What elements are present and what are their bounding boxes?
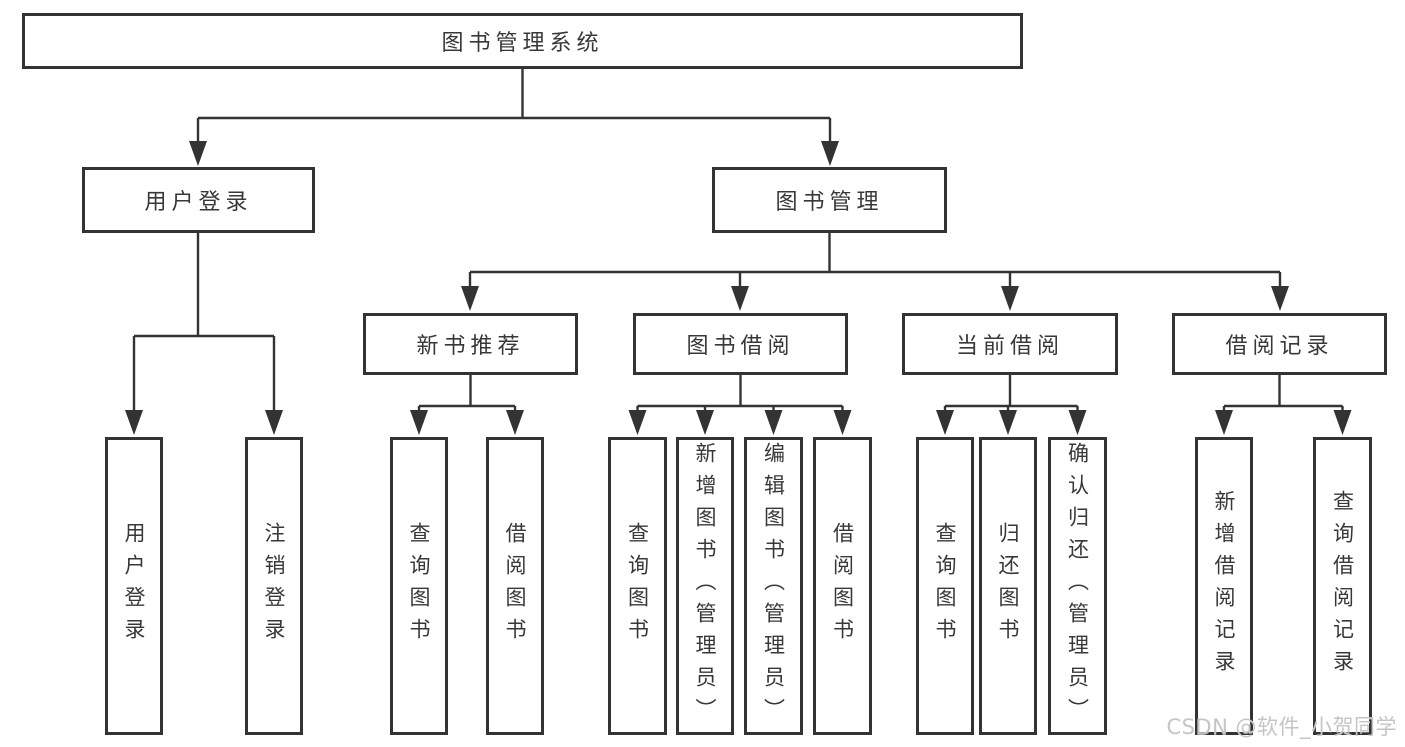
connector-new-book-children xyxy=(417,375,517,417)
arrow-down-icon xyxy=(1333,410,1352,435)
arrow-down-icon xyxy=(1271,286,1289,311)
arrow-down-icon xyxy=(833,410,852,435)
arrow-down-icon xyxy=(1068,410,1087,435)
connector-borrow-record-children xyxy=(1222,375,1344,417)
arrow-down-icon xyxy=(731,286,749,311)
leaf-add-book-admin: 新增图书（管理员） xyxy=(676,437,734,735)
node-book-management: 图书管理 xyxy=(712,167,947,233)
arrow-down-icon xyxy=(1001,286,1019,311)
arrow-down-icon xyxy=(936,410,954,435)
leaf-confirm-return-admin: 确认归还（管理员） xyxy=(1048,437,1107,735)
arrow-down-icon xyxy=(696,410,714,435)
connector-book-management-children xyxy=(468,233,1282,293)
leaf-logout: 注销登录 xyxy=(245,437,303,735)
arrow-down-icon xyxy=(125,410,143,435)
leaf-borrow-books: 借阅图书 xyxy=(813,437,872,735)
connector-book-borrow-children xyxy=(636,375,844,417)
leaf-user-login: 用户登录 xyxy=(105,437,163,735)
arrow-down-icon xyxy=(189,141,207,166)
arrow-down-icon xyxy=(265,410,283,435)
leaf-query-books-recommend: 查询图书 xyxy=(390,437,448,735)
arrow-down-icon xyxy=(410,410,428,435)
leaf-return-book: 归还图书 xyxy=(979,437,1037,735)
node-user-login: 用户登录 xyxy=(82,167,315,233)
arrow-down-icon xyxy=(506,410,524,435)
node-new-book-recommendation: 新书推荐 xyxy=(363,313,578,375)
arrow-down-icon xyxy=(461,286,479,311)
arrow-down-icon xyxy=(999,410,1017,435)
leaf-borrow-books-recommend: 借阅图书 xyxy=(486,437,544,735)
leaf-query-books-borrow: 查询图书 xyxy=(608,437,667,735)
connector-root-to-level2 xyxy=(196,69,832,148)
node-book-borrowing: 图书借阅 xyxy=(633,313,848,375)
leaf-edit-book-admin: 编辑图书（管理员） xyxy=(744,437,803,735)
csdn-watermark: CSDN @软件_小贺同学 xyxy=(1166,715,1397,739)
leaf-query-borrow-record: 查询借阅记录 xyxy=(1313,437,1372,735)
arrow-down-icon xyxy=(628,410,647,435)
arrow-down-icon xyxy=(764,410,783,435)
leaf-add-borrow-record: 新增借阅记录 xyxy=(1195,437,1253,735)
node-current-borrowing: 当前借阅 xyxy=(902,313,1118,375)
arrow-down-icon xyxy=(1215,410,1233,435)
node-library-management-system: 图书管理系统 xyxy=(22,13,1023,69)
leaf-query-books-current: 查询图书 xyxy=(916,437,974,735)
arrow-down-icon xyxy=(821,141,839,166)
connector-user-login-children xyxy=(132,232,276,417)
node-borrowing-records: 借阅记录 xyxy=(1172,313,1387,375)
